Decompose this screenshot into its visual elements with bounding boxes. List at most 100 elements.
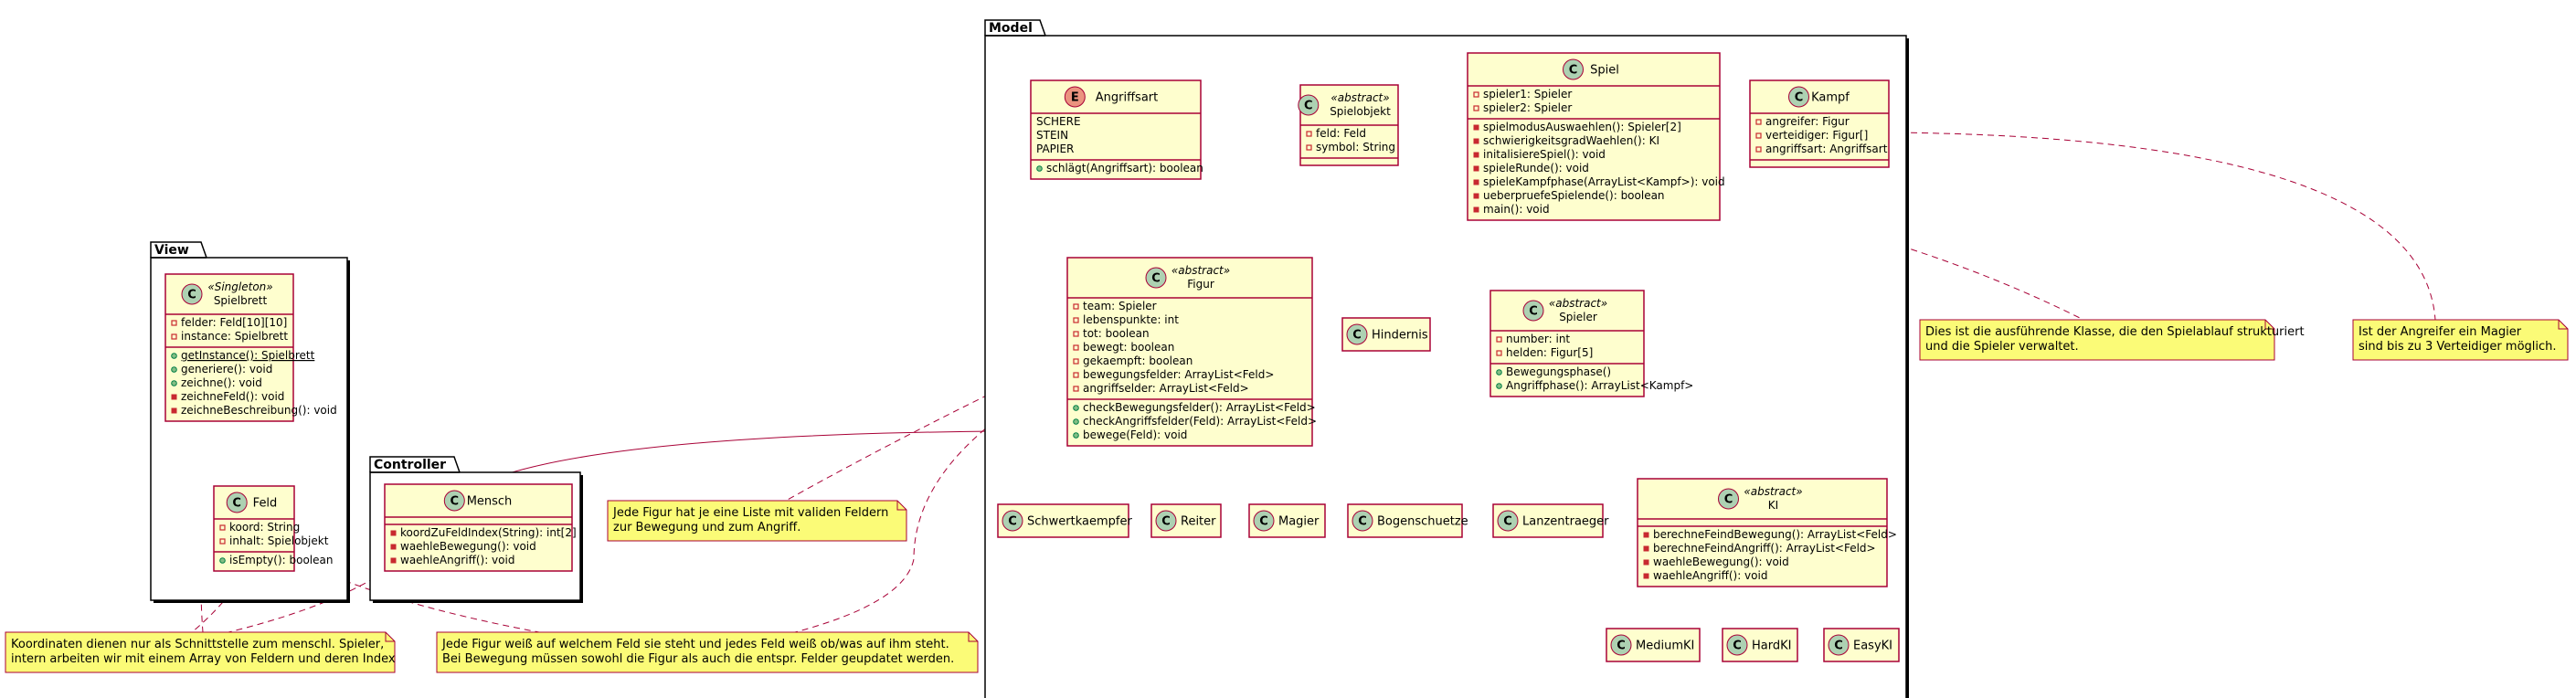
note-spiel: Dies ist die ausführende Klasse, die den… xyxy=(1919,319,2305,361)
private-visibility-icon xyxy=(1473,105,1479,111)
class-icon: C xyxy=(1828,634,1850,656)
class-method: waehleAngriff(): void xyxy=(400,554,514,566)
class-method: spielmodusAuswaehlen(): Spieler[2] xyxy=(1483,121,1681,133)
class-name: MediumKI xyxy=(1636,640,1694,653)
private-visibility-icon xyxy=(171,320,177,326)
class-icon: C xyxy=(443,490,465,512)
public-visibility-icon xyxy=(171,380,177,386)
svg-text:C: C xyxy=(1733,640,1742,653)
class-method: zeichne(): void xyxy=(181,376,262,389)
note-text: und die Spieler verwaltet. xyxy=(1925,340,2079,354)
class-icon: C xyxy=(1352,510,1373,532)
class-name: EasyKI xyxy=(1853,640,1892,653)
svg-text:C: C xyxy=(1352,329,1362,343)
class-method: berechneFeindBewegung(): ArrayList<Feld> xyxy=(1653,528,1897,541)
class-stereotype: «abstract» xyxy=(1549,297,1607,310)
class-method: schlägt(Angriffsart): boolean xyxy=(1046,162,1203,174)
note-text: sind bis zu 3 Verteidiger möglich. xyxy=(2359,340,2557,354)
public-visibility-icon xyxy=(1073,405,1079,411)
note-koordinaten: Koordinaten dienen nur als Schnittstelle… xyxy=(5,631,396,673)
private-visibility-icon xyxy=(1473,124,1479,131)
class-schwertkaempfer: C Schwertkaempfer xyxy=(997,503,1132,538)
private-visibility-icon xyxy=(1473,165,1479,172)
public-visibility-icon xyxy=(171,366,177,373)
private-visibility-icon xyxy=(1755,132,1762,139)
class-attribute: angriffsart: Angriffsart xyxy=(1765,143,1888,155)
class-stereotype: «abstract» xyxy=(1330,91,1389,104)
note-text: Dies ist die ausführende Klasse, die den… xyxy=(1925,325,2305,339)
private-visibility-icon xyxy=(1643,532,1649,538)
class-method: spieleKampfphase(ArrayList<Kampf>): void xyxy=(1483,175,1725,188)
private-visibility-icon xyxy=(219,524,226,531)
private-visibility-icon xyxy=(1755,146,1762,153)
class-icon: C xyxy=(1253,510,1275,532)
private-visibility-icon xyxy=(1473,138,1479,144)
class-attribute: felder: Feld[10][10] xyxy=(181,316,287,329)
svg-text:C: C xyxy=(1569,64,1578,78)
class-icon: C xyxy=(1610,634,1632,656)
package-title: Controller xyxy=(374,458,446,472)
public-visibility-icon xyxy=(1496,369,1502,375)
enum-icon: E xyxy=(1064,86,1086,108)
public-visibility-icon xyxy=(171,353,177,359)
private-visibility-icon xyxy=(171,407,177,414)
private-visibility-icon xyxy=(1496,336,1502,343)
class-name: Kampf xyxy=(1811,91,1850,105)
private-visibility-icon xyxy=(1073,344,1079,351)
class-name: Angriffsart xyxy=(1096,91,1158,105)
private-visibility-icon xyxy=(1073,303,1079,310)
class-attribute: spieler2: Spieler xyxy=(1483,101,1572,114)
svg-text:E: E xyxy=(1071,91,1079,105)
svg-text:C: C xyxy=(187,289,196,302)
class-attribute: number: int xyxy=(1506,333,1570,345)
private-visibility-icon xyxy=(1496,350,1502,356)
class-name: Magier xyxy=(1278,515,1320,529)
enum-value: SCHERE xyxy=(1036,115,1081,128)
class-method: main(): void xyxy=(1483,203,1550,216)
class-attribute: angriffselder: ArrayList<Feld> xyxy=(1083,382,1249,395)
class-name: Figur xyxy=(1187,278,1214,291)
class-method: checkBewegungsfelder(): ArrayList<Feld> xyxy=(1083,401,1316,414)
class-attribute: spieler1: Spieler xyxy=(1483,88,1572,100)
class-icon: C xyxy=(1726,634,1748,656)
class-method: isEmpty(): boolean xyxy=(229,554,333,566)
class-name: Schwertkaempfer xyxy=(1027,515,1132,529)
class-attribute: team: Spieler xyxy=(1083,300,1157,312)
class-icon: C xyxy=(1346,323,1368,345)
class-icon: C xyxy=(1298,94,1320,116)
class-name: Spiel xyxy=(1590,64,1619,78)
private-visibility-icon xyxy=(1643,559,1649,566)
private-visibility-icon xyxy=(1473,193,1479,199)
note-text: Ist der Angreifer ein Magier xyxy=(2359,325,2522,339)
package-title: View xyxy=(154,243,189,258)
private-visibility-icon xyxy=(1306,144,1312,151)
private-visibility-icon xyxy=(1755,119,1762,125)
class-attribute: koord: String xyxy=(229,521,300,534)
class-method: generiere(): void xyxy=(181,363,272,375)
svg-text:C: C xyxy=(1008,515,1017,529)
private-visibility-icon xyxy=(1073,372,1079,378)
class-name: Spielbrett xyxy=(214,294,268,307)
class-method: bewege(Feld): void xyxy=(1083,428,1187,441)
public-visibility-icon xyxy=(1073,432,1079,439)
svg-text:C: C xyxy=(1503,515,1512,529)
class-icon: C xyxy=(1145,267,1167,289)
class-method: berechneFeindAngriff(): ArrayList<Feld> xyxy=(1653,542,1876,555)
class-method: waehleBewegung(): void xyxy=(400,540,536,553)
class-icon: C xyxy=(1718,488,1739,510)
class-method: Bewegungsphase() xyxy=(1506,365,1611,378)
class-attribute: lebenspunkte: int xyxy=(1083,313,1179,326)
class-attribute: tot: boolean xyxy=(1083,327,1150,340)
